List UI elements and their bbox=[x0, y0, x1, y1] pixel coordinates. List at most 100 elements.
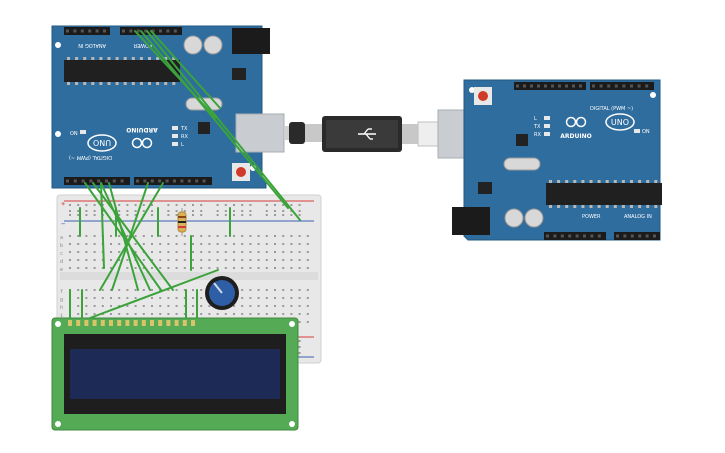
resistor[interactable] bbox=[177, 208, 187, 236]
potentiometer[interactable] bbox=[205, 276, 239, 310]
breadboard-hole bbox=[77, 214, 80, 216]
breadboard-hole bbox=[216, 235, 219, 237]
breadboard-hole bbox=[93, 210, 96, 212]
breadboard-hole bbox=[306, 297, 309, 299]
jumper-wires[interactable] bbox=[69, 30, 301, 319]
breadboard-hole bbox=[208, 251, 211, 253]
breadboard-hole bbox=[290, 305, 293, 307]
breadboard-hole bbox=[241, 313, 244, 315]
breadboard-hole bbox=[274, 305, 276, 307]
header-pin bbox=[630, 84, 633, 88]
breadboard-hole bbox=[134, 313, 137, 315]
breadboard-hole bbox=[142, 210, 145, 212]
header-pin bbox=[97, 179, 101, 183]
breadboard-hole bbox=[77, 305, 80, 307]
header-pin bbox=[95, 29, 99, 33]
usb-cable[interactable] bbox=[284, 109, 491, 159]
right-regulator bbox=[478, 182, 492, 194]
chip-leg bbox=[581, 205, 585, 208]
wire-d11[interactable] bbox=[92, 182, 174, 291]
header-pin bbox=[568, 234, 572, 238]
breadboard-hole bbox=[175, 243, 178, 245]
chip-leg bbox=[654, 180, 658, 183]
header-pin bbox=[537, 84, 540, 88]
breadboard-hole bbox=[290, 289, 293, 291]
header-pin bbox=[103, 29, 106, 33]
wire-d2[interactable] bbox=[99, 182, 164, 291]
breadboard-row-letters: abcdefghij bbox=[60, 235, 63, 327]
led-label: TX bbox=[180, 126, 188, 132]
header-pin bbox=[173, 179, 176, 183]
wire-d3[interactable] bbox=[111, 182, 149, 291]
breadboard-hole bbox=[216, 313, 219, 315]
breadboard-hole bbox=[282, 267, 285, 269]
breadboard-hole bbox=[85, 204, 88, 206]
breadboard-hole bbox=[151, 214, 153, 216]
wire-drop-1[interactable] bbox=[100, 182, 105, 269]
lcd-mount-hole bbox=[289, 421, 295, 427]
header-pin bbox=[129, 29, 133, 33]
breadboard-hole bbox=[118, 251, 121, 253]
breadboard-hole bbox=[257, 297, 260, 299]
wire-gnd[interactable] bbox=[146, 30, 301, 221]
breadboard-hole bbox=[183, 243, 186, 245]
breadboard-hole bbox=[216, 251, 219, 253]
breadboard-hole bbox=[126, 210, 129, 212]
chip-leg bbox=[67, 57, 70, 60]
breadboard-hole bbox=[233, 259, 235, 261]
breadboard-hole bbox=[249, 235, 252, 237]
breadboard-hole bbox=[192, 204, 194, 206]
breadboard-hole bbox=[126, 297, 129, 299]
breadboard-hole bbox=[192, 313, 194, 315]
left-reset-button[interactable] bbox=[236, 167, 246, 177]
breadboard-hole bbox=[306, 235, 309, 237]
breadboard-hole bbox=[69, 259, 71, 261]
breadboard-hole bbox=[241, 210, 244, 212]
breadboard-hole bbox=[200, 235, 203, 237]
lcd-pin bbox=[92, 320, 97, 326]
breadboard-hole bbox=[175, 235, 178, 237]
header-pin bbox=[583, 234, 586, 238]
lcd-pin bbox=[166, 320, 171, 326]
breadboard-hole bbox=[183, 297, 186, 299]
breadboard-hole bbox=[257, 267, 260, 269]
wire-d4[interactable] bbox=[108, 182, 139, 291]
right-reset-button[interactable] bbox=[478, 91, 488, 101]
breadboard-hole bbox=[175, 305, 178, 307]
breadboard-hole bbox=[200, 297, 203, 299]
breadboard-hole bbox=[167, 289, 170, 291]
chip-leg bbox=[67, 82, 70, 85]
breadboard-hole bbox=[306, 321, 309, 323]
breadboard-hole bbox=[85, 251, 88, 253]
breadboard-hole bbox=[85, 235, 88, 237]
breadboard-row-letter: h bbox=[60, 305, 63, 311]
breadboard-hole bbox=[126, 267, 129, 269]
breadboard-hole bbox=[208, 243, 211, 245]
breadboard-hole bbox=[69, 210, 71, 212]
breadboard-hole bbox=[290, 313, 293, 315]
chip-leg bbox=[91, 82, 95, 85]
breadboard-hole bbox=[118, 289, 121, 291]
chip-leg bbox=[172, 57, 176, 60]
wire-5v[interactable] bbox=[140, 30, 289, 209]
breadboard-hole bbox=[85, 297, 88, 299]
breadboard-hole bbox=[151, 267, 153, 269]
wire-pot-v0[interactable] bbox=[89, 269, 219, 319]
lcd-16x2[interactable] bbox=[51, 317, 299, 431]
breadboard-hole bbox=[274, 251, 276, 253]
breadboard-hole bbox=[241, 297, 244, 299]
chip-leg bbox=[156, 57, 160, 60]
header-pin bbox=[144, 29, 148, 33]
rail-plus-label: + bbox=[61, 200, 65, 208]
breadboard-hole bbox=[216, 210, 219, 212]
wire-power-aux2[interactable] bbox=[150, 30, 221, 109]
breadboard-hole bbox=[274, 289, 276, 291]
wire-power-aux[interactable] bbox=[134, 30, 217, 119]
wire-d5[interactable] bbox=[100, 182, 151, 291]
breadboard-hole bbox=[200, 305, 203, 307]
breadboard-hole bbox=[175, 267, 178, 269]
breadboard-hole bbox=[298, 321, 301, 323]
lcd-pin bbox=[182, 320, 187, 326]
